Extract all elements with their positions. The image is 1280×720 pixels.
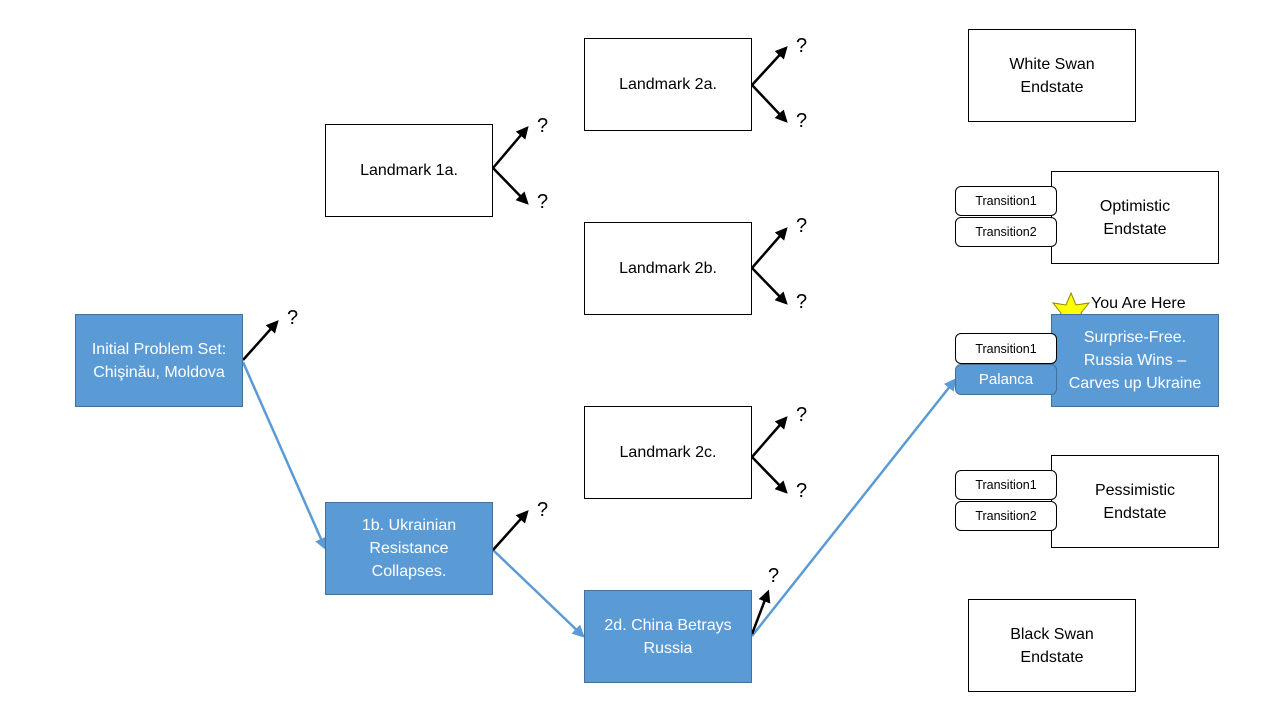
branch-1a-down	[492, 167, 529, 205]
branch-2a-up	[751, 46, 788, 86]
node-landmark-1a[interactable]: Landmark 1a.	[325, 124, 493, 217]
branch-2c-up	[751, 416, 788, 458]
you-are-here-label: You Are Here	[1091, 295, 1186, 312]
transition-pessimistic-1[interactable]: Transition1	[955, 470, 1057, 500]
endstate-optimistic[interactable]: Optimistic Endstate	[1051, 171, 1219, 264]
path-2d-to-palanca	[751, 378, 957, 637]
transition-pessimistic-2[interactable]: Transition2	[955, 501, 1057, 531]
branch-2d-up	[750, 589, 771, 635]
endstate-surprise-free[interactable]: Surprise-Free. Russia Wins – Carves up U…	[1051, 314, 1219, 407]
unknown-2a-up: ?	[796, 35, 808, 57]
unknown-2b-up: ?	[796, 215, 808, 237]
node-landmark-2d[interactable]: 2d. China Betrays Russia	[584, 590, 752, 683]
node-initial-problem[interactable]: Initial Problem Set: Chişinău, Moldova	[75, 314, 243, 407]
unknown-initial: ?	[287, 307, 299, 329]
branch-initial-up	[242, 320, 279, 361]
unknown-1a-down: ?	[537, 191, 549, 213]
unknown-2b-down: ?	[796, 291, 808, 313]
branch-1b-up	[492, 510, 529, 551]
path-initial-to-1b	[241, 361, 327, 551]
branch-2b-down	[751, 267, 788, 305]
branch-2b-up	[751, 227, 788, 269]
unknown-2c-up: ?	[796, 404, 808, 426]
node-landmark-1b[interactable]: 1b. Ukrainian Resistance Collapses.	[325, 502, 493, 595]
unknown-1b-up: ?	[537, 499, 549, 521]
transition-palanca[interactable]: Palanca	[955, 364, 1057, 395]
endstate-pessimistic[interactable]: Pessimistic Endstate	[1051, 455, 1219, 548]
path-1b-to-2d	[492, 549, 585, 638]
endstate-black-swan[interactable]: Black Swan Endstate	[968, 599, 1136, 692]
node-landmark-2c[interactable]: Landmark 2c.	[584, 406, 752, 499]
transition-optimistic-1[interactable]: Transition1	[955, 186, 1057, 216]
node-landmark-2a[interactable]: Landmark 2a.	[584, 38, 752, 131]
transition-surprise-1[interactable]: Transition1	[955, 333, 1057, 364]
transition-optimistic-2[interactable]: Transition2	[955, 217, 1057, 247]
node-landmark-2b[interactable]: Landmark 2b.	[584, 222, 752, 315]
unknown-2c-down: ?	[796, 480, 808, 502]
branch-2c-down	[751, 456, 788, 494]
unknown-2d-up: ?	[768, 565, 780, 587]
unknown-1a-up: ?	[537, 115, 549, 137]
endstate-white-swan[interactable]: White Swan Endstate	[968, 29, 1136, 122]
branch-1a-up	[492, 126, 529, 169]
unknown-2a-down: ?	[796, 110, 808, 132]
branch-2a-down	[751, 84, 788, 123]
